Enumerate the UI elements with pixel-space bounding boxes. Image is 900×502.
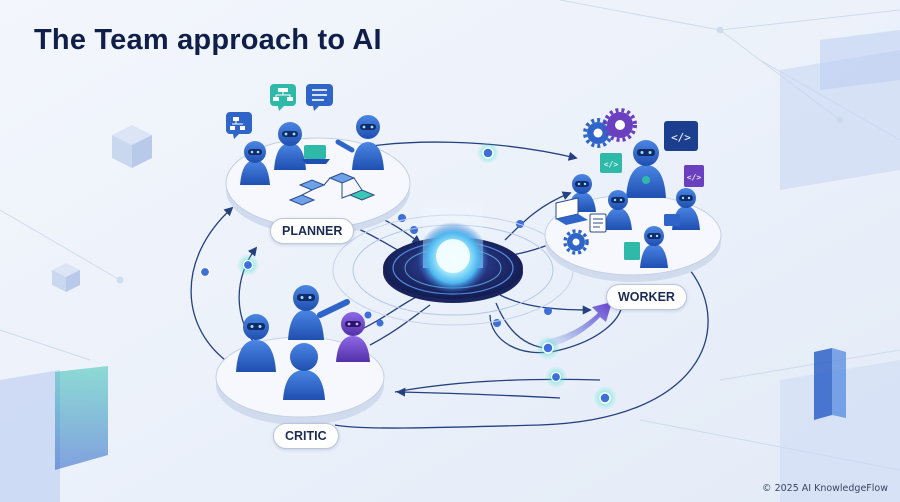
planner-robot-2	[274, 122, 330, 170]
svg-text:</>: </>	[604, 160, 619, 169]
document-icon	[589, 213, 640, 260]
critic-label: CRITIC	[273, 423, 339, 449]
list-icon	[306, 84, 333, 111]
flowchart-icon	[288, 172, 376, 206]
planner-robot-1	[240, 141, 270, 185]
worker-robot-main	[626, 140, 666, 198]
svg-text:</>: </>	[671, 131, 691, 144]
critic-platform	[215, 285, 385, 425]
critic-feedback-arrow	[545, 302, 612, 348]
laptop-icon	[555, 197, 588, 225]
gear-icon	[583, 108, 637, 148]
worker-platform: </> </> </>	[544, 108, 722, 282]
decorative-blocks	[0, 30, 900, 502]
svg-text:</>: </>	[687, 173, 702, 182]
critic-robot-purple	[336, 312, 370, 362]
planner-robot-3	[335, 115, 384, 170]
planner-platform	[225, 84, 411, 235]
code-icon: </> </> </>	[600, 121, 704, 187]
worker-label: WORKER	[606, 284, 687, 310]
worker-robot-2	[604, 190, 632, 230]
copyright-text: © 2025 AI KnowledgeFlow	[762, 483, 888, 494]
critic-robot-1	[236, 314, 276, 372]
person-icon	[283, 343, 325, 400]
gear-small-icon	[563, 229, 589, 255]
central-hub	[332, 190, 574, 326]
flow-nodes	[199, 142, 617, 410]
worker-robot-4	[640, 226, 668, 268]
planner-label: PLANNER	[270, 218, 355, 244]
worker-robot-3	[664, 188, 700, 230]
page-title: The Team approach to AI	[34, 24, 382, 56]
flowchart-card-icon	[270, 84, 296, 111]
critic-robot-2	[288, 285, 350, 340]
hierarchy-icon	[226, 112, 252, 139]
